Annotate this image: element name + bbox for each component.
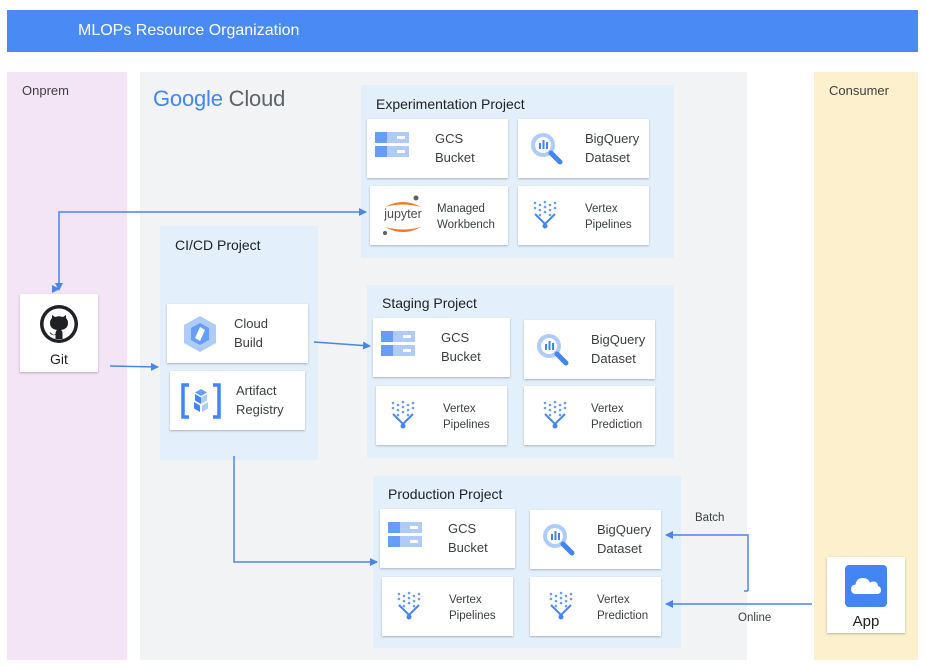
prod-pipelines-label-line2: Pipelines xyxy=(449,610,496,622)
prod-bigquery-label-line2: Dataset xyxy=(597,541,642,556)
artifact-registry-label: Artifact Registry xyxy=(236,381,284,419)
artifact-registry-label-line1: Artifact xyxy=(236,383,277,398)
vertex-prediction-icon xyxy=(549,591,573,620)
git-card[interactable]: Git xyxy=(20,294,98,372)
staging-bigquery-card[interactable]: BigQuery Dataset xyxy=(524,320,655,379)
staging-prediction-label-line2: Prediction xyxy=(591,419,643,431)
batch-edge-label: Batch xyxy=(695,512,725,524)
gcs-bucket-icon xyxy=(381,331,415,356)
prod-prediction-label-line2: Prediction xyxy=(597,610,649,622)
workbench-label-line1: Managed xyxy=(437,203,485,215)
exp-gcs-label-line2: Bucket xyxy=(435,150,475,165)
staging-pipelines-card[interactable]: Vertex Pipelines xyxy=(376,386,507,445)
artifact-registry-card[interactable]: Artifact Registry xyxy=(170,371,305,430)
prod-gcs-card[interactable]: GCS Bucket xyxy=(380,509,515,568)
vertex-prediction-icon xyxy=(543,400,567,429)
gcs-bucket-icon xyxy=(375,132,409,157)
staging-gcs-label-line2: Bucket xyxy=(441,349,481,364)
logo-google-text: Google xyxy=(153,86,223,111)
cloud-build-label-line2: Build xyxy=(234,335,263,350)
staging-bigquery-label: BigQuery Dataset xyxy=(591,330,645,368)
exp-pipelines-card[interactable]: Vertex Pipelines xyxy=(518,186,649,245)
title-banner: MLOPs Resource Organization xyxy=(7,10,918,52)
prod-bigquery-label: BigQuery Dataset xyxy=(597,520,651,558)
exp-gcs-label: GCS Bucket xyxy=(435,129,475,167)
exp-gcs-label-line1: GCS xyxy=(435,131,464,146)
logo-cloud-text: Cloud xyxy=(228,86,286,111)
vertex-pipelines-icon xyxy=(533,200,557,229)
app-label: App xyxy=(852,613,880,630)
bigquery-icon xyxy=(531,133,563,165)
onprem-label: Onprem xyxy=(22,83,69,98)
exp-gcs-card[interactable]: GCS Bucket xyxy=(367,119,508,178)
staging-prediction-card[interactable]: Vertex Prediction xyxy=(524,386,655,445)
github-icon xyxy=(40,305,78,343)
exp-pipelines-label-line1: Vertex xyxy=(585,203,618,215)
vertex-pipelines-icon xyxy=(391,400,415,429)
consumer-label: Consumer xyxy=(829,83,889,98)
exp-pipelines-label: Vertex Pipelines xyxy=(585,201,632,233)
exp-bigquery-label-line1: BigQuery xyxy=(585,131,640,146)
prod-gcs-label-line2: Bucket xyxy=(448,540,488,555)
jupyter-icon: jupyter xyxy=(378,195,428,239)
prod-prediction-label-line1: Vertex xyxy=(597,594,630,606)
workbench-label-line2: Workbench xyxy=(437,219,495,231)
vertex-pipelines-icon xyxy=(397,591,421,620)
artifact-registry-label-line2: Registry xyxy=(236,402,284,417)
prod-prediction-card[interactable]: Vertex Prediction xyxy=(530,577,661,636)
artifact-registry-icon xyxy=(181,383,221,419)
exp-bigquery-label-line2: Dataset xyxy=(585,150,630,165)
page-title: MLOPs Resource Organization xyxy=(78,22,300,39)
prod-pipelines-card[interactable]: Vertex Pipelines xyxy=(382,577,513,636)
prod-prediction-label: Vertex Prediction xyxy=(597,592,648,624)
exp-bigquery-card[interactable]: BigQuery Dataset xyxy=(518,119,649,178)
prod-pipelines-label-line1: Vertex xyxy=(449,594,482,606)
cicd-project-title: CI/CD Project xyxy=(175,237,261,253)
cloud-build-label: Cloud Build xyxy=(234,314,268,352)
staging-pipelines-label-line1: Vertex xyxy=(443,403,476,415)
app-card[interactable]: App xyxy=(827,557,905,633)
prod-bigquery-card[interactable]: BigQuery Dataset xyxy=(530,510,661,569)
staging-project-title: Staging Project xyxy=(382,295,477,311)
jupyter-wordmark: jupyter xyxy=(384,207,422,221)
workbench-label: Managed Workbench xyxy=(437,201,495,233)
git-label: Git xyxy=(50,351,68,367)
prod-bigquery-label-line1: BigQuery xyxy=(597,522,652,537)
staging-gcs-label-line1: GCS xyxy=(441,330,470,345)
bigquery-icon xyxy=(537,334,569,366)
online-edge-label: Online xyxy=(738,612,772,624)
staging-bigquery-label-line2: Dataset xyxy=(591,351,636,366)
staging-prediction-label-line1: Vertex xyxy=(591,403,624,415)
cloud-build-card[interactable]: Cloud Build xyxy=(167,304,308,363)
staging-pipelines-label: Vertex Pipelines xyxy=(443,401,490,433)
managed-workbench-card[interactable]: jupyter Managed Workbench xyxy=(370,186,508,245)
google-cloud-logo: Google Cloud xyxy=(153,86,285,112)
staging-pipelines-label-line2: Pipelines xyxy=(443,419,490,431)
cloud-build-icon xyxy=(184,316,216,352)
staging-gcs-card[interactable]: GCS Bucket xyxy=(373,318,510,377)
prod-pipelines-label: Vertex Pipelines xyxy=(449,592,496,624)
prod-gcs-label: GCS Bucket xyxy=(448,519,488,557)
production-project-title: Production Project xyxy=(388,486,503,502)
cloud-app-icon xyxy=(845,565,887,607)
experimentation-project-title: Experimentation Project xyxy=(376,96,525,112)
exp-bigquery-label: BigQuery Dataset xyxy=(585,129,639,167)
staging-prediction-label: Vertex Prediction xyxy=(591,401,642,433)
staging-bigquery-label-line1: BigQuery xyxy=(591,332,646,347)
staging-gcs-label: GCS Bucket xyxy=(441,328,481,366)
cloud-build-label-line1: Cloud xyxy=(234,316,268,331)
bigquery-icon xyxy=(543,524,575,556)
prod-gcs-label-line1: GCS xyxy=(448,521,477,536)
gcs-bucket-icon xyxy=(388,522,422,547)
jupyter-orbit-shapes xyxy=(383,195,421,235)
exp-pipelines-label-line2: Pipelines xyxy=(585,219,632,231)
